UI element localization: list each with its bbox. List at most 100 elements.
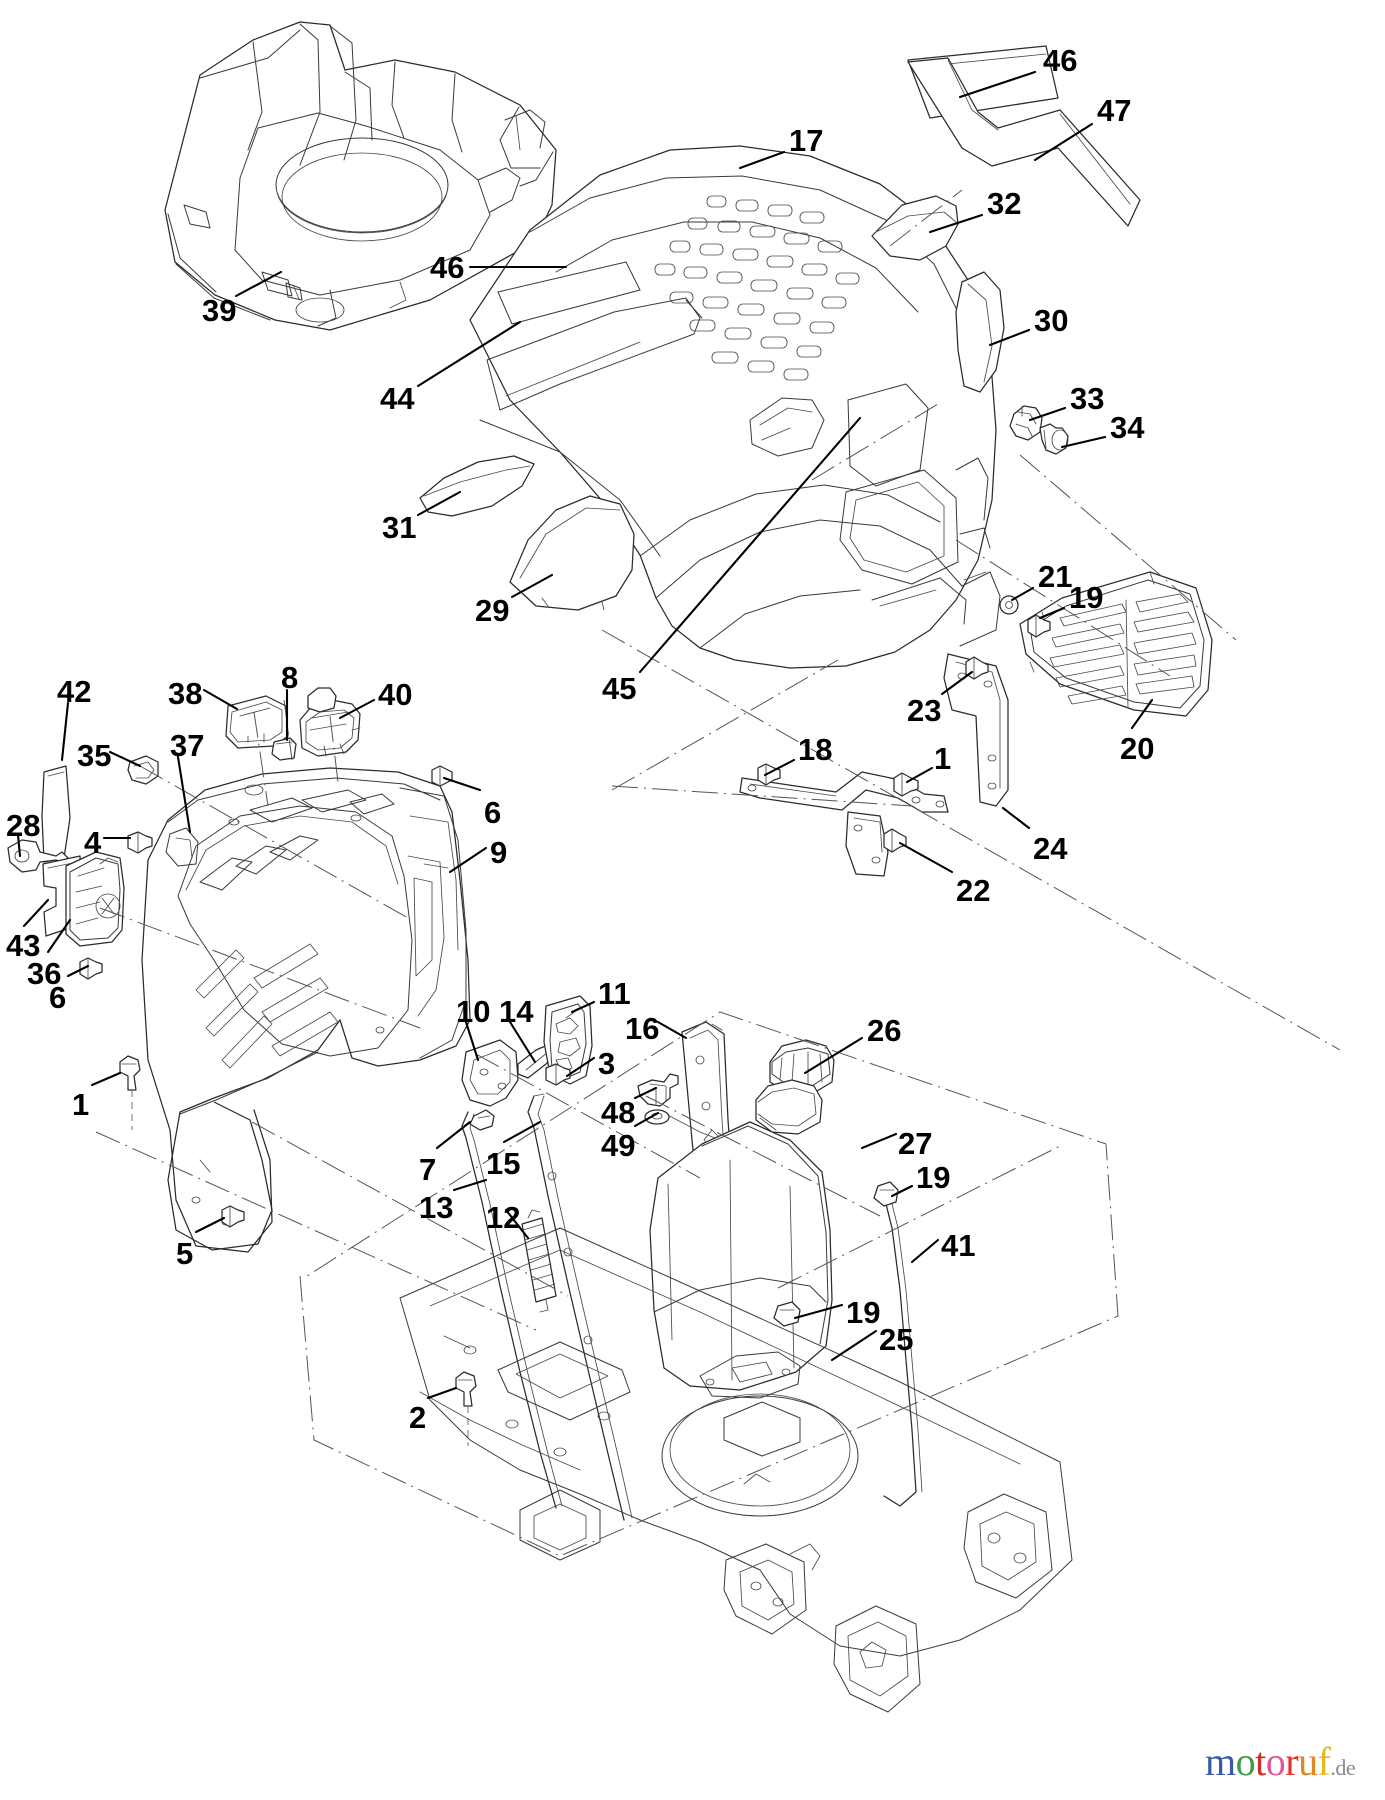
callout-number-45: 45 <box>602 671 637 706</box>
callout-number-34: 34 <box>1110 410 1145 445</box>
callout-number-23: 23 <box>907 693 942 728</box>
callout-number-46: 46 <box>430 250 465 285</box>
part-41-fuel-line <box>883 1195 923 1507</box>
callout-number-9: 9 <box>490 835 508 870</box>
watermark-letter: m <box>1205 1739 1236 1784</box>
part-25-frame <box>399 1227 1073 1713</box>
part-48-valve <box>637 1073 679 1107</box>
part-24-bracket-assembly <box>739 653 1009 877</box>
callout-number-25: 25 <box>879 1322 914 1357</box>
callout-number-42: 42 <box>57 674 92 709</box>
callout-number-46: 46 <box>1043 43 1078 78</box>
part-6a-screw <box>431 765 453 787</box>
part-37-dash-console <box>141 767 471 1253</box>
callout-number-22: 22 <box>956 873 991 908</box>
callout-number-4: 4 <box>84 825 102 860</box>
watermark-suffix: .de <box>1330 1755 1356 1780</box>
callout-number-5: 5 <box>176 1236 194 1271</box>
part-11-latch <box>543 995 593 1085</box>
callout-number-49: 49 <box>601 1128 636 1163</box>
part-42-decal <box>41 765 71 863</box>
part-34-bulb <box>1039 423 1069 455</box>
callout-number-3: 3 <box>598 1046 616 1081</box>
part-49-washer <box>644 1109 670 1125</box>
callout-number-40: 40 <box>378 677 413 712</box>
callout-number-18: 18 <box>798 732 833 767</box>
part-21-washer <box>999 595 1019 615</box>
assembly-centerlines <box>95 189 1341 1557</box>
callout-number-17: 17 <box>789 123 824 158</box>
part-30-trim <box>955 271 1005 393</box>
callout-number-30: 30 <box>1034 303 1069 338</box>
watermark-letter: t <box>1255 1739 1266 1784</box>
part-29-trim <box>509 495 635 611</box>
watermark-letter: r <box>1285 1739 1299 1784</box>
watermark-letter: f <box>1317 1739 1331 1784</box>
callout-number-16: 16 <box>625 1011 660 1046</box>
leader-lines <box>16 70 1154 1400</box>
part-31-trim <box>419 455 535 517</box>
callout-number-13: 13 <box>419 1190 454 1225</box>
callout-number-29: 29 <box>475 593 510 628</box>
part-33-lamp-socket <box>1009 405 1043 441</box>
part-35-clip <box>127 755 159 785</box>
callout-number-19: 19 <box>1069 580 1104 615</box>
callout-number-7: 7 <box>419 1152 437 1187</box>
callout-number-20: 20 <box>1120 731 1155 766</box>
callout-number-33: 33 <box>1070 381 1105 416</box>
part-5-screw <box>221 1205 245 1228</box>
callout-number-47: 47 <box>1097 93 1132 128</box>
callout-number-48: 48 <box>601 1095 636 1130</box>
part-17-hood <box>469 145 1001 669</box>
callout-number-24: 24 <box>1033 831 1068 866</box>
part-10-hinge-plate <box>461 1039 519 1107</box>
part-2-push-rivet <box>455 1371 477 1446</box>
part-22-bolt <box>883 828 907 853</box>
part-19c-clamp <box>773 1301 801 1327</box>
callout-number-15: 15 <box>486 1146 521 1181</box>
part-36-ignition-switch <box>65 851 125 947</box>
fuel-neck <box>755 1079 823 1135</box>
watermark-letter: o <box>1265 1739 1286 1784</box>
part-7-clip <box>469 1109 495 1131</box>
part-6b-screw <box>79 957 103 980</box>
callout-number-21: 21 <box>1038 559 1073 594</box>
part-19b-clamp <box>873 1181 899 1207</box>
part-39-air-shroud <box>164 21 557 331</box>
callout-number-27: 27 <box>898 1126 933 1161</box>
callout-number-12: 12 <box>486 1200 521 1235</box>
callout-number-43: 43 <box>6 928 41 963</box>
callout-number-38: 38 <box>168 676 203 711</box>
callout-number-2: 2 <box>409 1400 427 1435</box>
callout-number-36: 36 <box>27 956 62 991</box>
callout-number-28: 28 <box>6 808 41 843</box>
callout-number-35: 35 <box>77 738 112 773</box>
callout-number-32: 32 <box>987 186 1022 221</box>
part-4-nut <box>127 831 153 854</box>
callout-number-6: 6 <box>484 795 502 830</box>
callout-number-31: 31 <box>382 510 417 545</box>
callout-number-19: 19 <box>916 1160 951 1195</box>
part-18-bolt <box>757 763 781 786</box>
part-26-fuel-cap <box>769 1039 835 1095</box>
callout-number-41: 41 <box>941 1228 976 1263</box>
part-20-grille <box>1019 571 1213 717</box>
part-8-grommet <box>271 737 297 761</box>
part-40-ignition-switch <box>299 687 361 757</box>
callout-number-1: 1 <box>72 1087 90 1122</box>
callout-number-39: 39 <box>202 293 237 328</box>
watermark-letter: o <box>1235 1739 1256 1784</box>
motoruf-watermark: motoruf.de <box>1205 1739 1356 1784</box>
callout-number-19: 19 <box>846 1295 881 1330</box>
part-3-bolt <box>545 1063 571 1086</box>
part-27-fuel-tank <box>649 1121 833 1399</box>
callout-number-1: 1 <box>934 741 952 776</box>
part-1b-push-rivet <box>119 1055 141 1130</box>
part-32-trim <box>871 195 959 261</box>
callout-number-26: 26 <box>867 1013 902 1048</box>
part-19a-screw <box>1027 614 1051 638</box>
callout-number-8: 8 <box>281 660 299 695</box>
callout-number-37: 37 <box>170 728 205 763</box>
